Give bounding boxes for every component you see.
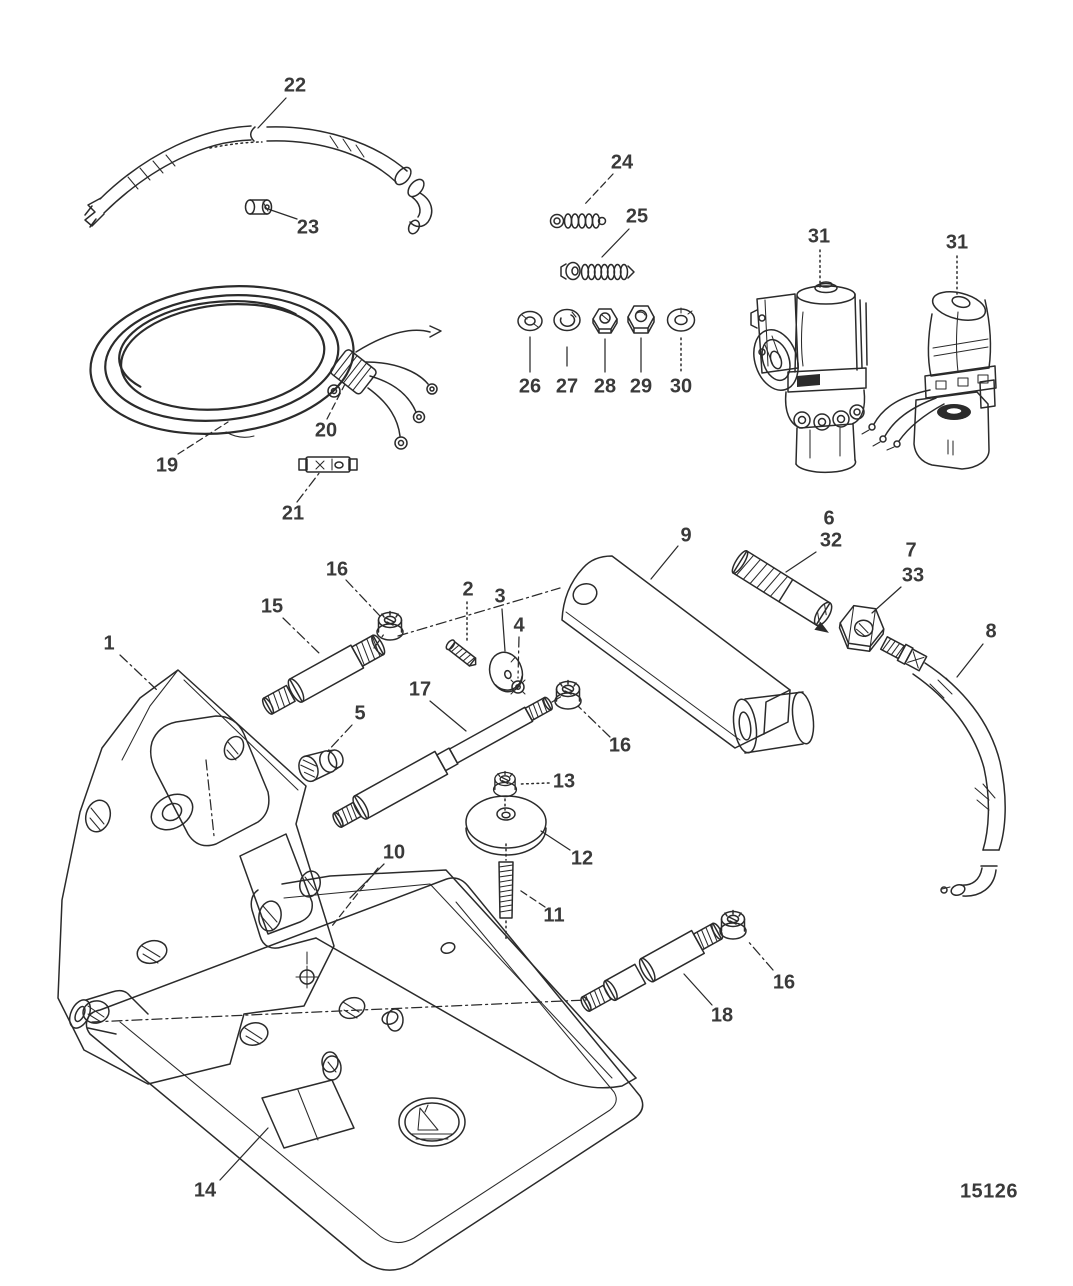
callout-5: 5 bbox=[354, 702, 366, 725]
part-15-pivot-pin bbox=[261, 634, 386, 715]
callout-30: 30 bbox=[669, 375, 693, 398]
callout-20: 20 bbox=[314, 419, 338, 442]
part-3-disc bbox=[488, 651, 524, 693]
part-22-hose bbox=[84, 125, 433, 235]
callout-31-a: 31 bbox=[807, 225, 831, 248]
part-29-locknut bbox=[627, 305, 655, 334]
part-6-32-stud bbox=[731, 550, 833, 633]
callout-8: 8 bbox=[985, 620, 997, 643]
assembly-axis-lines bbox=[373, 587, 563, 703]
part-27-washer bbox=[553, 308, 581, 332]
callout-4: 4 bbox=[513, 614, 525, 637]
callout-25: 25 bbox=[625, 205, 649, 228]
callout-24: 24 bbox=[610, 151, 634, 174]
callout-28: 28 bbox=[593, 375, 617, 398]
callout-12: 12 bbox=[570, 847, 594, 870]
callout-16-c: 16 bbox=[772, 971, 796, 994]
part-9-bar bbox=[561, 555, 815, 754]
part-23-fitting bbox=[244, 199, 273, 215]
part-17-stud-shaft bbox=[332, 696, 553, 828]
callout-2: 2 bbox=[462, 578, 474, 601]
figure-number: 15126 bbox=[959, 1180, 1019, 1203]
part-10-swing-bracket bbox=[250, 869, 637, 1089]
part-18-stud-shaft bbox=[580, 922, 724, 1012]
part-8-hose bbox=[879, 636, 1006, 897]
part-4-push-nut bbox=[510, 679, 526, 695]
callout-15: 15 bbox=[260, 595, 284, 618]
part-21-connector bbox=[298, 456, 358, 473]
part-2-screw bbox=[445, 639, 477, 667]
part-24-screw-spring bbox=[549, 213, 607, 229]
callout-14: 14 bbox=[193, 1179, 217, 1202]
part-31-pump-assembly-a bbox=[750, 281, 868, 474]
callout-21: 21 bbox=[281, 502, 305, 525]
callout-leader-lines bbox=[119, 97, 984, 1181]
callout-16-a: 16 bbox=[325, 558, 349, 581]
callout-33: 33 bbox=[901, 564, 925, 587]
part-30-washer bbox=[666, 307, 696, 332]
callout-7: 7 bbox=[905, 539, 917, 562]
callout-10: 10 bbox=[382, 841, 406, 864]
part-25-screw-spring bbox=[560, 261, 635, 281]
brand-emblem bbox=[398, 1097, 466, 1147]
part-1-transom-bracket bbox=[57, 669, 335, 1085]
part-19-wire-harness-coil bbox=[89, 285, 355, 438]
part-5-plug bbox=[298, 749, 344, 783]
part-16-locknut bbox=[554, 679, 582, 710]
callout-29: 29 bbox=[629, 375, 653, 398]
callout-18: 18 bbox=[710, 1004, 734, 1027]
callout-13: 13 bbox=[552, 770, 576, 793]
part-31-pump-assembly-b bbox=[861, 291, 997, 470]
part-26-washer bbox=[517, 310, 543, 332]
callout-3: 3 bbox=[494, 585, 506, 608]
part-12-disc-washer bbox=[465, 795, 547, 861]
callout-6: 6 bbox=[823, 507, 835, 530]
callout-19: 19 bbox=[155, 454, 179, 477]
part-11-threaded-stud bbox=[498, 861, 514, 941]
callout-11: 11 bbox=[543, 904, 565, 927]
callout-1: 1 bbox=[103, 632, 115, 655]
callout-23: 23 bbox=[296, 216, 320, 239]
part-13-locknut bbox=[492, 770, 518, 798]
part-14-anchor-plate bbox=[68, 877, 644, 1271]
part-7-33-nut bbox=[838, 604, 885, 653]
part-20-wire-leads bbox=[327, 325, 442, 450]
callout-31-b: 31 bbox=[945, 231, 969, 254]
part-16-locknut bbox=[719, 909, 747, 940]
callout-9: 9 bbox=[680, 524, 692, 547]
callout-17: 17 bbox=[408, 678, 432, 701]
callout-27: 27 bbox=[555, 375, 579, 398]
callout-32: 32 bbox=[819, 529, 843, 552]
callout-26: 26 bbox=[518, 375, 542, 398]
callout-22: 22 bbox=[283, 74, 307, 97]
callout-16-b: 16 bbox=[608, 734, 632, 757]
part-28-locknut bbox=[592, 308, 618, 334]
